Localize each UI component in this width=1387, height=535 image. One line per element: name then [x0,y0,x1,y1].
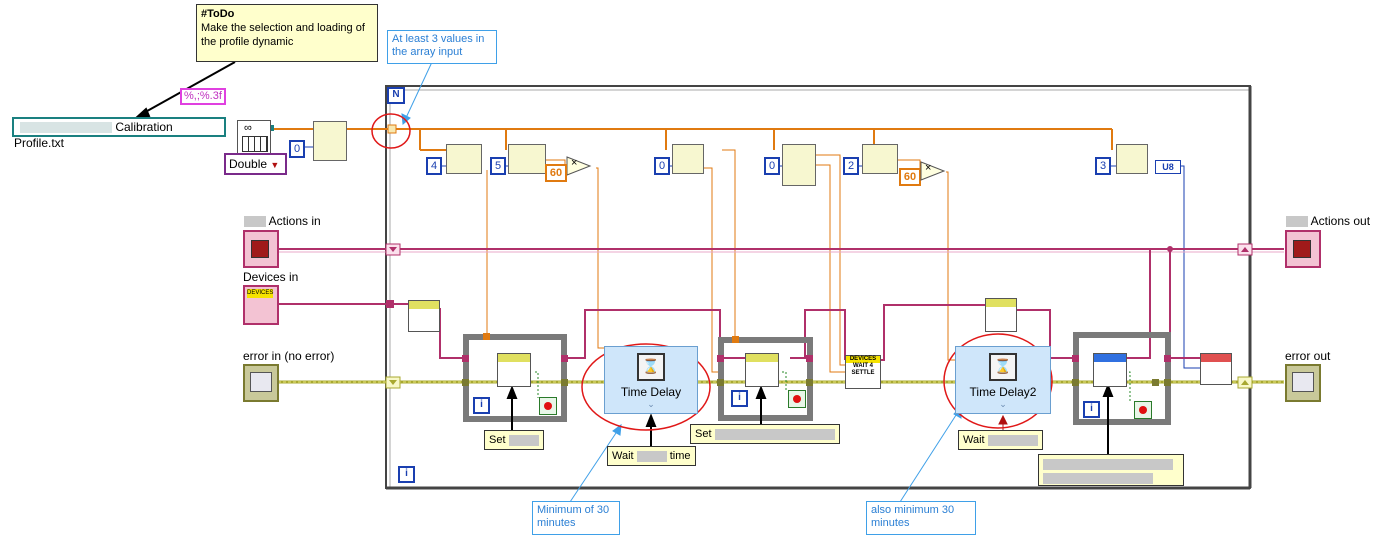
time-delay2-title: Time Delay2 [969,385,1037,399]
index-array-top-node[interactable] [313,121,347,161]
type-selector-value: Double [229,157,268,171]
inner-loop-3-iteration: i [1083,401,1100,418]
actions-update-subvi[interactable] [1200,353,1232,385]
multiply-symbol-2: × [925,162,932,174]
wait-label-2: Wait [958,430,1043,450]
chevron-down-icon: ▼ [270,160,280,170]
multiply-node-2[interactable]: × [920,161,946,181]
devices-badge: DEVICES [247,289,274,298]
device-subvi-1[interactable] [408,300,440,332]
loop-iteration-terminal: i [398,466,415,483]
todo-note: #ToDo Make the selection and loading of … [196,4,378,62]
wait-time-label: Wait time [607,446,696,466]
index-const-0-b[interactable]: 0 [764,157,780,175]
index-const-4[interactable]: 4 [426,157,442,175]
constant-zero-top[interactable]: 0 [289,140,305,158]
inner-loop-1-iteration: i [473,397,490,414]
also-minimum-30-note: also minimum 30 minutes [866,501,976,535]
hourglass-icon: ⌛ [989,353,1017,381]
time-delay2-express-vi[interactable]: ⌛ Time Delay2 ⌄ [955,346,1051,414]
error-out-indicator[interactable] [1285,364,1321,402]
actions-in-control[interactable] [243,230,279,268]
actions-out-label: Actions out [1286,214,1370,228]
actions-in-label: Actions in [244,214,321,228]
inner-loop-2-iteration: i [731,390,748,407]
wait-settle-badge: DEVICES [846,356,880,363]
set-label-2-text: Set [695,428,712,440]
wait-time-label-pre: Wait [612,450,634,462]
stop-terminal-2[interactable] [788,390,806,408]
todo-note-title: #ToDo [201,8,235,20]
read-spreadsheet-icon[interactable]: ∞ [237,120,271,154]
for-loop-frame [385,85,1252,490]
devices-in-label: Devices in [243,270,299,284]
index-array-node-4[interactable] [782,144,816,186]
format-string-constant[interactable]: %,;%.3f [180,88,226,105]
const-60-a[interactable]: 60 [545,164,567,182]
path-constant[interactable]: Calibration Profile.txt [12,117,226,150]
set-subvi-1[interactable] [497,353,531,387]
class-wires [278,248,1284,361]
path-constant-text: Calibration Profile.txt [14,120,173,150]
time-delay-express-vi[interactable]: ⌛ Time Delay ⌄ [604,346,698,414]
index-const-0-a[interactable]: 0 [654,157,670,175]
wait-settle-subvi[interactable]: DEVICES WAIT 4 SETTLE [845,355,881,389]
actions-in-text: Actions in [268,214,321,228]
set-subvi-2[interactable] [745,353,779,387]
final-subvi-label [1038,454,1184,486]
const-60-b[interactable]: 60 [899,168,921,186]
to-u8-node[interactable]: U8 [1155,160,1181,174]
stop-terminal-3[interactable] [1134,401,1152,419]
loop-count-terminal: N [387,87,405,104]
time-delay-title: Time Delay [620,385,682,399]
final-subvi[interactable] [1093,353,1127,387]
actions-out-indicator[interactable] [1285,230,1321,268]
loop-tunnels [385,124,1253,389]
type-selector[interactable]: Double ▼ [224,153,287,175]
stop-terminal-1[interactable] [539,397,557,415]
multiply-node-1[interactable]: × [566,156,592,176]
set-label-2: Set [690,424,840,444]
index-array-node-6[interactable] [1116,144,1148,174]
index-array-node-5[interactable] [862,144,898,174]
wait-settle-text: WAIT 4 SETTLE [851,363,875,376]
todo-note-body: Make the selection and loading of the pr… [201,22,365,48]
array-input-note: At least 3 values in the array input [387,30,497,64]
wait-time-label-post: time [669,450,691,462]
multiply-symbol-1: × [571,157,578,169]
minimum-30-note: Minimum of 30 minutes [532,501,620,535]
index-array-node-2[interactable] [508,144,546,174]
chevron-down-icon: ⌄ [647,399,655,409]
index-array-node-1[interactable] [446,144,482,174]
actions-out-text: Actions out [1310,214,1371,228]
device-subvi-2[interactable] [985,298,1017,332]
error-out-label: error out [1285,349,1331,363]
hourglass-icon: ⌛ [637,353,665,381]
set-label-1: Set [484,430,544,450]
set-label-1-text: Set [489,434,506,446]
error-in-label: error in (no error) [243,349,335,363]
index-array-node-3[interactable] [672,144,704,174]
index-const-3[interactable]: 3 [1095,157,1111,175]
index-const-5[interactable]: 5 [490,157,506,175]
devices-in-control[interactable]: DEVICES [243,285,279,325]
chevron-down-icon: ⌄ [999,399,1007,409]
glasses-icon: ∞ [244,122,252,134]
wait-label-2-text: Wait [963,434,985,446]
error-in-control[interactable] [243,364,279,402]
index-const-2[interactable]: 2 [843,157,859,175]
